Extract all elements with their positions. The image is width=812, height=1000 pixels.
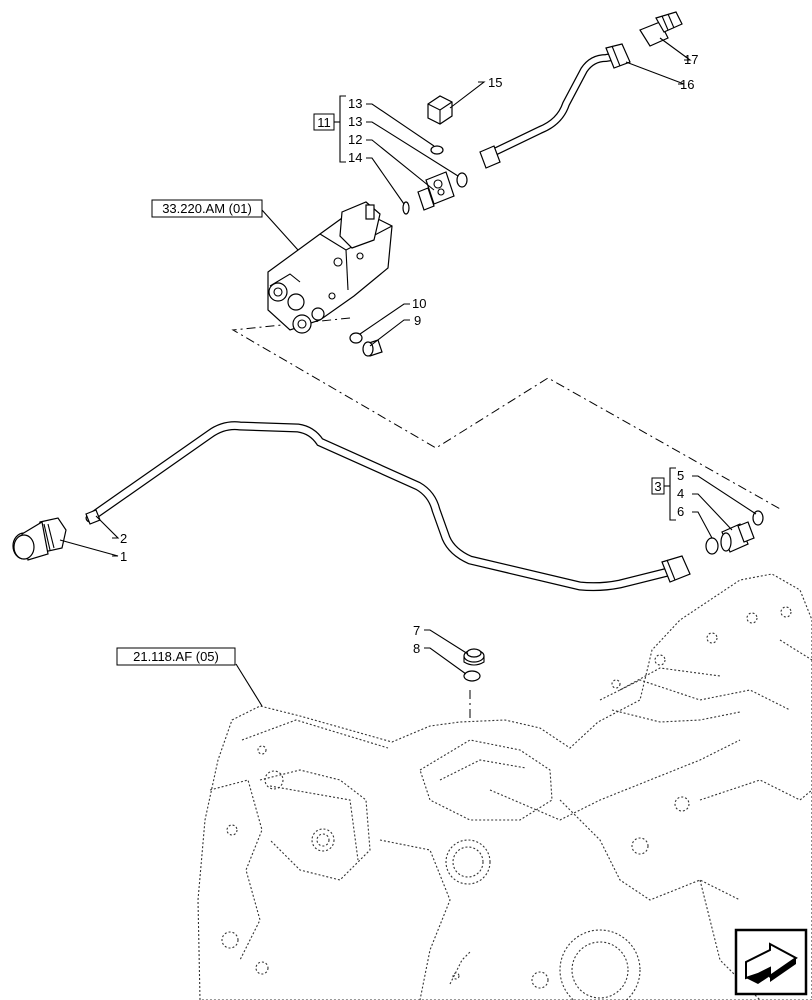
valve-block xyxy=(267,201,393,334)
o-ring-13b xyxy=(456,172,468,188)
kit-brackets xyxy=(334,95,676,521)
callout-4: 4 xyxy=(677,486,684,501)
callout-14: 14 xyxy=(348,150,362,165)
fitting-part-17 xyxy=(639,11,683,47)
ref-box-valve[interactable]: 33.220.AM (01) xyxy=(151,199,263,218)
kit-box-3: 3 xyxy=(651,477,665,495)
o-ring-5 xyxy=(752,510,764,526)
seals xyxy=(349,145,764,682)
tee-fitting-part-12 xyxy=(417,171,455,211)
callout-12: 12 xyxy=(348,132,362,147)
ref-label-housing[interactable]: 21.118.AF (05) xyxy=(133,649,219,664)
callout-16: 16 xyxy=(680,77,694,92)
washer-8 xyxy=(463,670,481,682)
kit-box-11: 11 xyxy=(313,113,335,131)
nut-part-15 xyxy=(427,95,453,125)
adapter-part-4 xyxy=(720,521,755,553)
callout-2: 2 xyxy=(120,531,127,546)
o-ring-10 xyxy=(349,332,363,344)
plug-part-9 xyxy=(362,339,383,357)
callout-9: 9 xyxy=(414,313,421,328)
upper-pipe xyxy=(479,43,631,169)
callout-13-lower: 13 xyxy=(348,114,362,129)
callout-7: 7 xyxy=(413,623,420,638)
callout-17: 17 xyxy=(684,52,698,67)
o-ring-6 xyxy=(705,537,719,555)
kit-label-11: 11 xyxy=(317,115,331,130)
long-pipe xyxy=(85,421,691,592)
o-ring-14 xyxy=(402,201,410,215)
kit-label-3: 3 xyxy=(654,479,661,494)
leader-lines xyxy=(59,37,757,707)
plug-part-7 xyxy=(463,648,485,666)
callout-6: 6 xyxy=(677,504,684,519)
transmission-housing xyxy=(197,573,812,1000)
coupler-part-1 xyxy=(12,517,67,561)
callout-15: 15 xyxy=(488,75,502,90)
callout-8: 8 xyxy=(413,641,420,656)
callout-5: 5 xyxy=(677,468,684,483)
callout-13-upper: 13 xyxy=(348,96,362,111)
ref-box-housing[interactable]: 21.118.AF (05) xyxy=(116,647,236,666)
o-ring-13a xyxy=(430,145,444,155)
ref-label-valve[interactable]: 33.220.AM (01) xyxy=(162,201,252,216)
callout-1: 1 xyxy=(120,549,127,564)
next-page-arrow-icon[interactable] xyxy=(734,928,808,996)
callout-10: 10 xyxy=(412,296,426,311)
callout-labels: 15 17 16 13 13 12 14 10 9 5 4 6 2 1 7 8 xyxy=(120,52,698,656)
